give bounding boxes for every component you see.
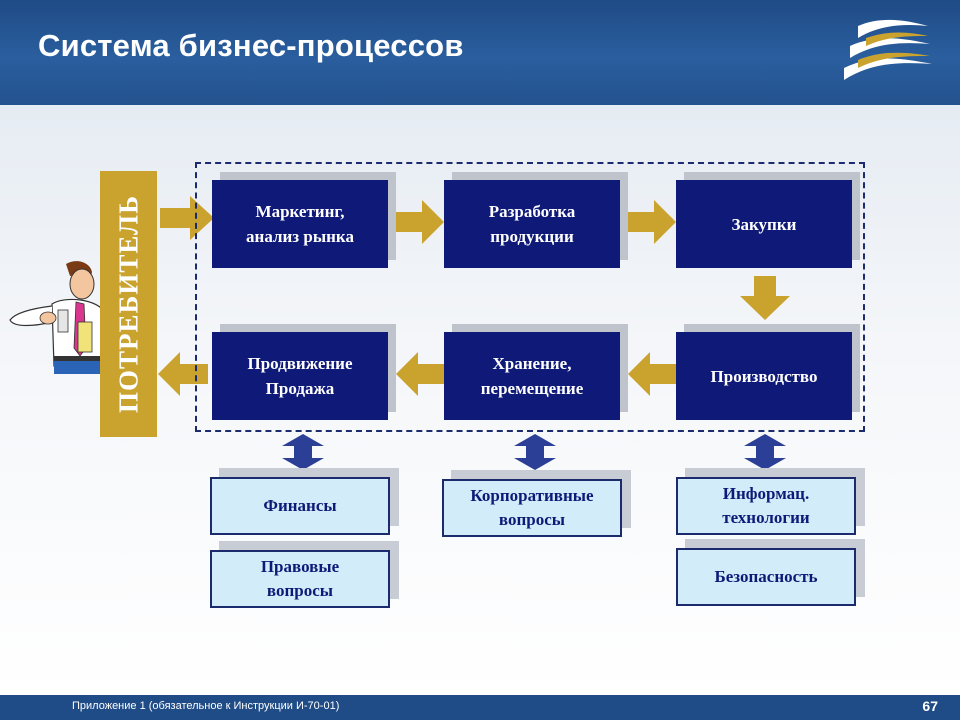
support-security-label: Безопасность bbox=[714, 567, 818, 586]
slide-title: Система бизнес-процессов bbox=[38, 28, 464, 63]
process-production: Производство bbox=[676, 332, 852, 420]
support-corporate-label: Корпоративные вопросы bbox=[470, 486, 594, 529]
process-marketing-label: Маркетинг, анализ рынка bbox=[246, 202, 354, 246]
consumer-label: ПОТРЕБИТЕЛЬ bbox=[113, 195, 143, 413]
arrow-sales-to-consumer bbox=[158, 352, 208, 396]
process-development-label: Разработка продукции bbox=[488, 202, 576, 246]
support-it-label: Информац. технологии bbox=[722, 484, 810, 527]
slide-footer: Приложение 1 (обязательное к Инструкции … bbox=[0, 695, 960, 720]
process-sales: Продвижение Продажа bbox=[212, 332, 388, 420]
consumer-bar: ПОТРЕБИТЕЛЬ bbox=[100, 171, 157, 437]
support-it: Информац. технологии bbox=[676, 477, 856, 535]
support-legal: Правовые вопросы bbox=[210, 550, 390, 608]
footer-note: Приложение 1 (обязательное к Инструкции … bbox=[72, 700, 340, 712]
process-purchasing: Закупки bbox=[676, 180, 852, 268]
process-development: Разработка продукции bbox=[444, 180, 620, 268]
arrow-storage-to-sales bbox=[396, 352, 444, 396]
support-finance-label: Финансы bbox=[263, 496, 337, 515]
double-arrow-finance-icon bbox=[282, 434, 324, 470]
core-processes-frame bbox=[195, 162, 865, 432]
arrow-purchasing-to-production bbox=[740, 276, 790, 320]
arrow-development-to-purchasing bbox=[628, 200, 676, 244]
double-arrow-corporate-icon bbox=[514, 434, 556, 470]
slide-header: Система бизнес-процессов bbox=[0, 0, 960, 105]
support-legal-label: Правовые вопросы bbox=[260, 557, 340, 600]
support-corporate: Корпоративные вопросы bbox=[442, 479, 622, 537]
page-number: 67 bbox=[922, 698, 938, 714]
double-arrow-it-icon bbox=[744, 434, 786, 470]
support-security: Безопасность bbox=[676, 548, 856, 606]
arrow-consumer-to-marketing bbox=[160, 196, 214, 240]
process-marketing: Маркетинг, анализ рынка bbox=[212, 180, 388, 268]
process-storage: Хранение, перемещение bbox=[444, 332, 620, 420]
arrow-marketing-to-development bbox=[396, 200, 444, 244]
arrow-production-to-storage bbox=[628, 352, 676, 396]
waves-logo-icon bbox=[844, 19, 932, 80]
process-sales-label: Продвижение Продажа bbox=[247, 354, 353, 398]
consumer-person-icon bbox=[9, 261, 107, 374]
support-finance: Финансы bbox=[210, 477, 390, 535]
process-purchasing-label: Закупки bbox=[731, 214, 797, 234]
process-storage-label: Хранение, перемещение bbox=[480, 354, 584, 398]
process-production-label: Производство bbox=[710, 366, 818, 386]
